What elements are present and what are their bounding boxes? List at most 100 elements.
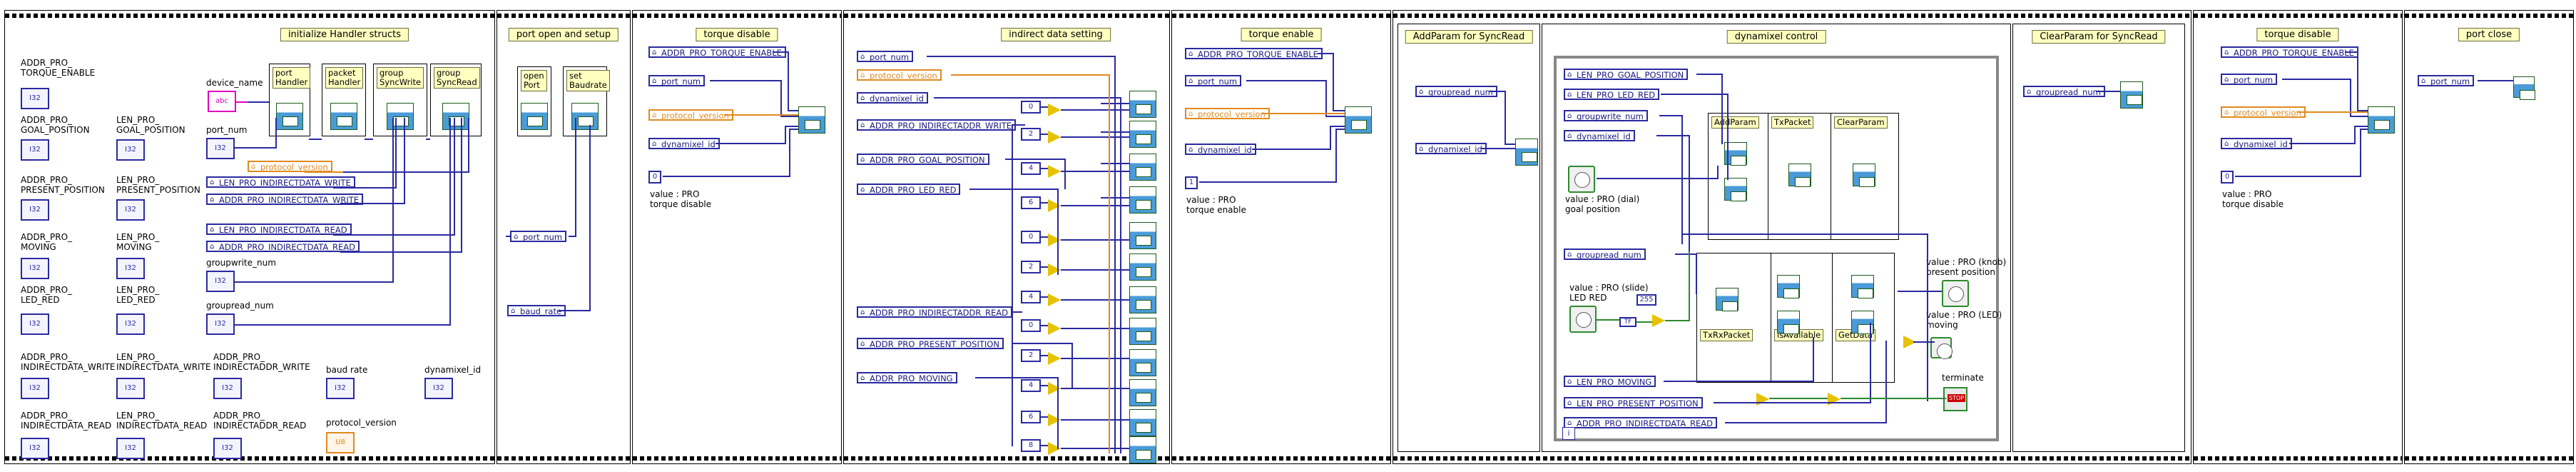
i32-control-terminal[interactable]: I32	[116, 139, 145, 161]
protocol-version-constant[interactable]: protocol_version	[2221, 106, 2306, 118]
addr-present-position-constant[interactable]: ADDR_PRO_PRESENT_POSITION	[857, 338, 1004, 349]
i32-control-terminal[interactable]: I32	[21, 313, 49, 335]
u8-control-terminal[interactable]: U8	[326, 432, 355, 453]
i32-control-terminal[interactable]: I32	[116, 438, 145, 459]
i32-control-terminal[interactable]: I32	[326, 378, 355, 399]
len-led-red-constant[interactable]: LEN_PRO_LED_RED	[1564, 89, 1660, 100]
offset-constant[interactable]: 6	[1021, 196, 1041, 209]
groupwrite-num-constant[interactable]: groupwrite_num	[1564, 110, 1648, 121]
syncwrite-txpacket-node[interactable]	[1788, 164, 1811, 187]
groupread-num-constant[interactable]: groupread_num	[2023, 86, 2105, 97]
write-2byte-node[interactable]	[1129, 379, 1156, 406]
i32-control-terminal[interactable]: I32	[21, 438, 49, 459]
i32-control-terminal[interactable]: I32	[424, 378, 453, 399]
group-syncread-node[interactable]	[442, 103, 469, 130]
i32-control-terminal[interactable]: I32	[21, 378, 49, 399]
dynamixel-id-constant[interactable]: dynamixel_id	[1185, 144, 1256, 155]
max-255-constant[interactable]: 255	[1636, 294, 1656, 306]
i32-control-terminal[interactable]: I32	[116, 313, 145, 335]
protocol-version-constant[interactable]: protocol_version	[857, 69, 942, 81]
led-red-slide-control[interactable]	[1569, 306, 1597, 333]
addr-torque-enable-constant[interactable]: ADDR_PRO_TORQUE_ENABLE	[648, 46, 786, 58]
syncread-isavailable-node[interactable]	[1777, 311, 1800, 334]
i32-control-terminal[interactable]: I32	[116, 258, 145, 279]
add-node[interactable]	[1048, 293, 1061, 306]
addr-moving-constant[interactable]: ADDR_PRO_MOVING	[857, 372, 957, 383]
addr-indirectaddr-write-constant[interactable]: ADDR_PRO_INDIRECTADDR_WRITE	[857, 119, 1017, 131]
port-num-constant[interactable]: port_num	[857, 51, 914, 62]
offset-constant[interactable]: 6	[1021, 411, 1041, 423]
addr-indirectdata-read-constant[interactable]: ADDR_PRO_INDIRECTDATA_READ	[206, 241, 360, 252]
groupread-num-constant[interactable]: groupread_num	[1415, 86, 1497, 97]
addr-torque-enable-constant[interactable]: ADDR_PRO_TORQUE_ENABLE	[1185, 48, 1323, 59]
port-num-constant[interactable]: port_num	[2221, 74, 2278, 85]
add-node[interactable]	[1048, 322, 1061, 335]
write-1byte-node[interactable]	[1345, 106, 1372, 134]
goal-position-dial-control[interactable]	[1568, 166, 1595, 193]
write-2byte-node[interactable]	[1129, 286, 1156, 313]
torque-value-constant[interactable]: 0	[648, 171, 661, 184]
close-port-node[interactable]	[2513, 76, 2535, 100]
offset-constant[interactable]: 2	[1021, 349, 1041, 362]
syncread-getdata-node[interactable]	[1851, 275, 1874, 298]
write-2byte-node[interactable]	[1129, 222, 1156, 249]
open-port-node[interactable]	[521, 103, 548, 130]
syncwrite-addparam-node[interactable]	[1724, 178, 1747, 201]
offset-constant[interactable]: 4	[1021, 291, 1041, 303]
addr-indirectdata-write-constant[interactable]: ADDR_PRO_INDIRECTDATA_WRITE	[206, 194, 364, 205]
port-handler-node[interactable]	[276, 103, 303, 130]
i32-control-terminal[interactable]: I32	[21, 88, 49, 109]
i32-control-terminal[interactable]: I32	[213, 438, 242, 459]
torque-value-constant[interactable]: 0	[2221, 171, 2234, 184]
len-moving-constant[interactable]: LEN_PRO_MOVING	[1564, 376, 1656, 387]
syncread-txrxpacket-node[interactable]	[1716, 288, 1738, 311]
write-2byte-node[interactable]	[1129, 91, 1156, 118]
offset-constant[interactable]: 4	[1021, 162, 1041, 175]
add-node[interactable]	[1048, 131, 1061, 144]
addr-indirectdata-read-constant[interactable]: ADDR_PRO_INDIRECTDATA_READ	[1564, 417, 1717, 428]
offset-constant[interactable]: 2	[1021, 261, 1041, 273]
packet-handler-node[interactable]	[330, 103, 357, 130]
write-2byte-node[interactable]	[1129, 154, 1156, 181]
protocol-version-constant[interactable]: protocol_version	[248, 161, 332, 172]
write-2byte-node[interactable]	[1129, 349, 1156, 376]
i32-control-terminal[interactable]: I32	[213, 378, 242, 399]
add-node[interactable]	[1048, 352, 1061, 365]
addr-goal-position-constant[interactable]: ADDR_PRO_GOAL_POSITION	[857, 154, 989, 165]
syncread-clearparam-node[interactable]	[2120, 81, 2143, 109]
addr-torque-enable-constant[interactable]: ADDR_PRO_TORQUE_ENABLE	[2221, 46, 2358, 58]
protocol-version-constant[interactable]: protocol_version	[1185, 108, 1270, 119]
write-2byte-node[interactable]	[1129, 186, 1156, 214]
write-2byte-node[interactable]	[1129, 318, 1156, 345]
string-control-terminal[interactable]: abc	[208, 91, 236, 112]
groupread-num-constant[interactable]: groupread_num	[1564, 248, 1646, 260]
dynamixel-id-constant[interactable]: dynamixel_id	[1415, 143, 1487, 154]
dynamixel-id-constant[interactable]: dynamixel_id	[1564, 130, 1635, 141]
syncread-isavailable-node[interactable]	[1777, 275, 1800, 298]
add-node[interactable]	[1048, 165, 1061, 178]
write-2byte-node[interactable]	[1129, 436, 1156, 463]
i32-control-terminal[interactable]: I32	[21, 258, 49, 279]
port-num-constant[interactable]: port_num	[2418, 75, 2475, 86]
compare-node[interactable]	[1652, 314, 1665, 327]
i32-control-terminal[interactable]: I32	[21, 139, 49, 161]
dynamixel-id-constant[interactable]: dynamixel_id	[2221, 138, 2292, 149]
syncread-addparam-node[interactable]	[1515, 139, 1538, 166]
dynamixel-id-constant[interactable]: dynamixel_id	[648, 138, 720, 149]
torque-value-constant[interactable]: 1	[1185, 176, 1198, 189]
tf-constant[interactable]: TF	[1619, 317, 1636, 327]
write-2byte-node[interactable]	[1129, 409, 1156, 436]
len-present-position-constant[interactable]: LEN_PRO_PRESENT_POSITION	[1564, 397, 1703, 408]
port-num-constant[interactable]: port_num	[510, 231, 567, 242]
len-goal-position-constant[interactable]: LEN_PRO_GOAL_POSITION	[1564, 69, 1689, 80]
addr-led-red-constant[interactable]: ADDR_PRO_LED_RED	[857, 184, 961, 195]
i32-control-terminal[interactable]: I32	[21, 199, 49, 221]
offset-constant[interactable]: 2	[1021, 128, 1041, 141]
offset-constant[interactable]: 4	[1021, 379, 1041, 392]
dynamixel-id-constant[interactable]: dynamixel_id	[857, 92, 928, 104]
len-indirectdata-write-constant[interactable]: LEN_PRO_INDIRECTDATA_WRITE	[206, 176, 355, 188]
baud-rate-constant[interactable]: baud_rate	[507, 305, 566, 316]
addr-indirectaddr-read-constant[interactable]: ADDR_PRO_INDIRECTADDR_READ	[857, 306, 1013, 318]
i32-control-terminal[interactable]: I32	[116, 378, 145, 399]
add-node[interactable]	[1048, 104, 1061, 116]
